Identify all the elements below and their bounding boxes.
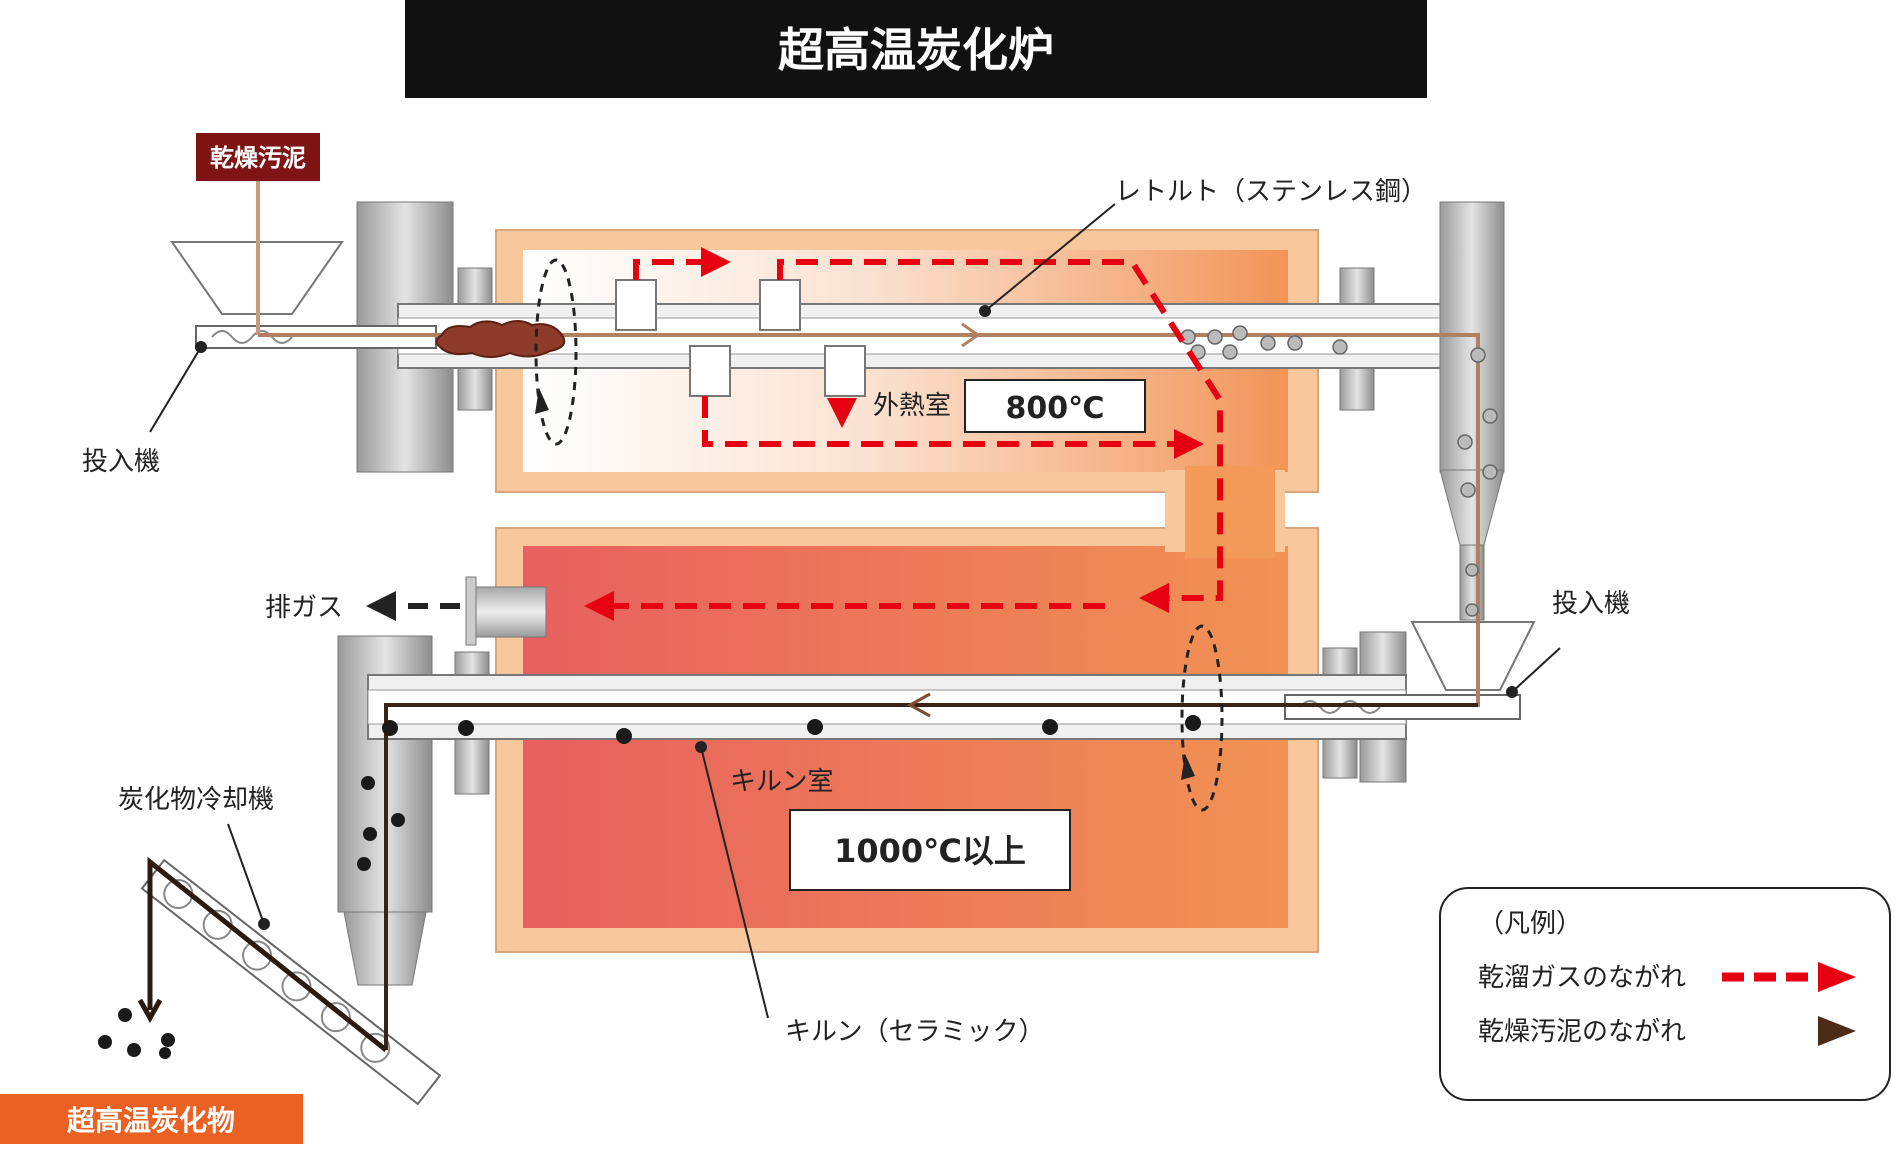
sludge-arrow-upper — [961, 322, 981, 348]
output-badge — [0, 1094, 303, 1144]
baffle-1 — [615, 279, 657, 331]
cooler-label: 炭化物冷却機 — [118, 785, 274, 815]
kiln-temp-box — [789, 809, 1071, 891]
legend-item-gas-label: 乾溜ガスのながれ — [1478, 963, 1686, 993]
kiln-temp: 1000℃以上 — [834, 832, 1026, 870]
top-feeder-label: 投入機 — [82, 447, 160, 477]
kiln-room-label: キルン室 — [730, 767, 833, 797]
legend-box — [1439, 887, 1891, 1101]
external-heat-temp: 800℃ — [1006, 391, 1105, 426]
top-screw-coil — [211, 330, 293, 344]
legend-item-sludge-label: 乾燥汚泥のながれ — [1478, 1017, 1686, 1047]
leader-lines — [149, 203, 1561, 1019]
legend: （凡例） 乾溜ガスのながれ 乾燥汚泥のながれ — [1439, 887, 1891, 1101]
bottom-feeder-hopper — [1410, 621, 1536, 691]
right-cyclone-cone — [1439, 469, 1505, 546]
chamber-neck — [1185, 466, 1275, 558]
title-bar — [405, 0, 1427, 98]
sludge-arrow-lower — [906, 692, 931, 718]
rotation-indicators — [534, 258, 1224, 812]
page-title: 超高温炭化炉 — [778, 23, 1054, 77]
gas-flow — [584, 247, 1223, 621]
external-heat-temp-box — [964, 379, 1146, 433]
retort-label: レトルト（ステンレス鋼） — [1115, 177, 1427, 207]
sludge-lump — [435, 320, 566, 358]
kiln-rotation-ellipse — [1180, 624, 1224, 812]
sludge-input-label: 乾燥汚泥 — [210, 144, 306, 172]
baffle-2 — [759, 279, 801, 331]
leader-dots — [195, 305, 1518, 930]
retort-particles — [1180, 325, 1498, 617]
char-particles — [98, 715, 1201, 1059]
external-heat-room-label: 外熱室 — [873, 391, 951, 421]
kiln-label: キルン（セラミック） — [785, 1017, 1044, 1047]
baffle-3 — [689, 345, 731, 397]
retort-rotation-arrowhead — [535, 388, 549, 414]
bottom-feeder-label: 投入機 — [1552, 589, 1630, 619]
sludge-flow — [137, 172, 1480, 1052]
retort-rotation-ellipse — [534, 258, 578, 446]
cooler-screw — [140, 858, 442, 1106]
legend-sludge-arrowhead — [1818, 1016, 1856, 1046]
exhaust-label: 排ガス — [265, 593, 343, 623]
kiln-rotation-arrowhead — [1181, 754, 1195, 780]
sludge-input-badge — [196, 133, 320, 181]
baffle-4 — [824, 345, 866, 397]
output-label: 超高温炭化物 — [67, 1104, 235, 1137]
legend-title: （凡例） — [1478, 909, 1582, 939]
exhaust-pipe — [471, 586, 547, 638]
legend-gas-arrowhead — [1818, 962, 1856, 992]
exhaust-flange — [465, 576, 477, 646]
